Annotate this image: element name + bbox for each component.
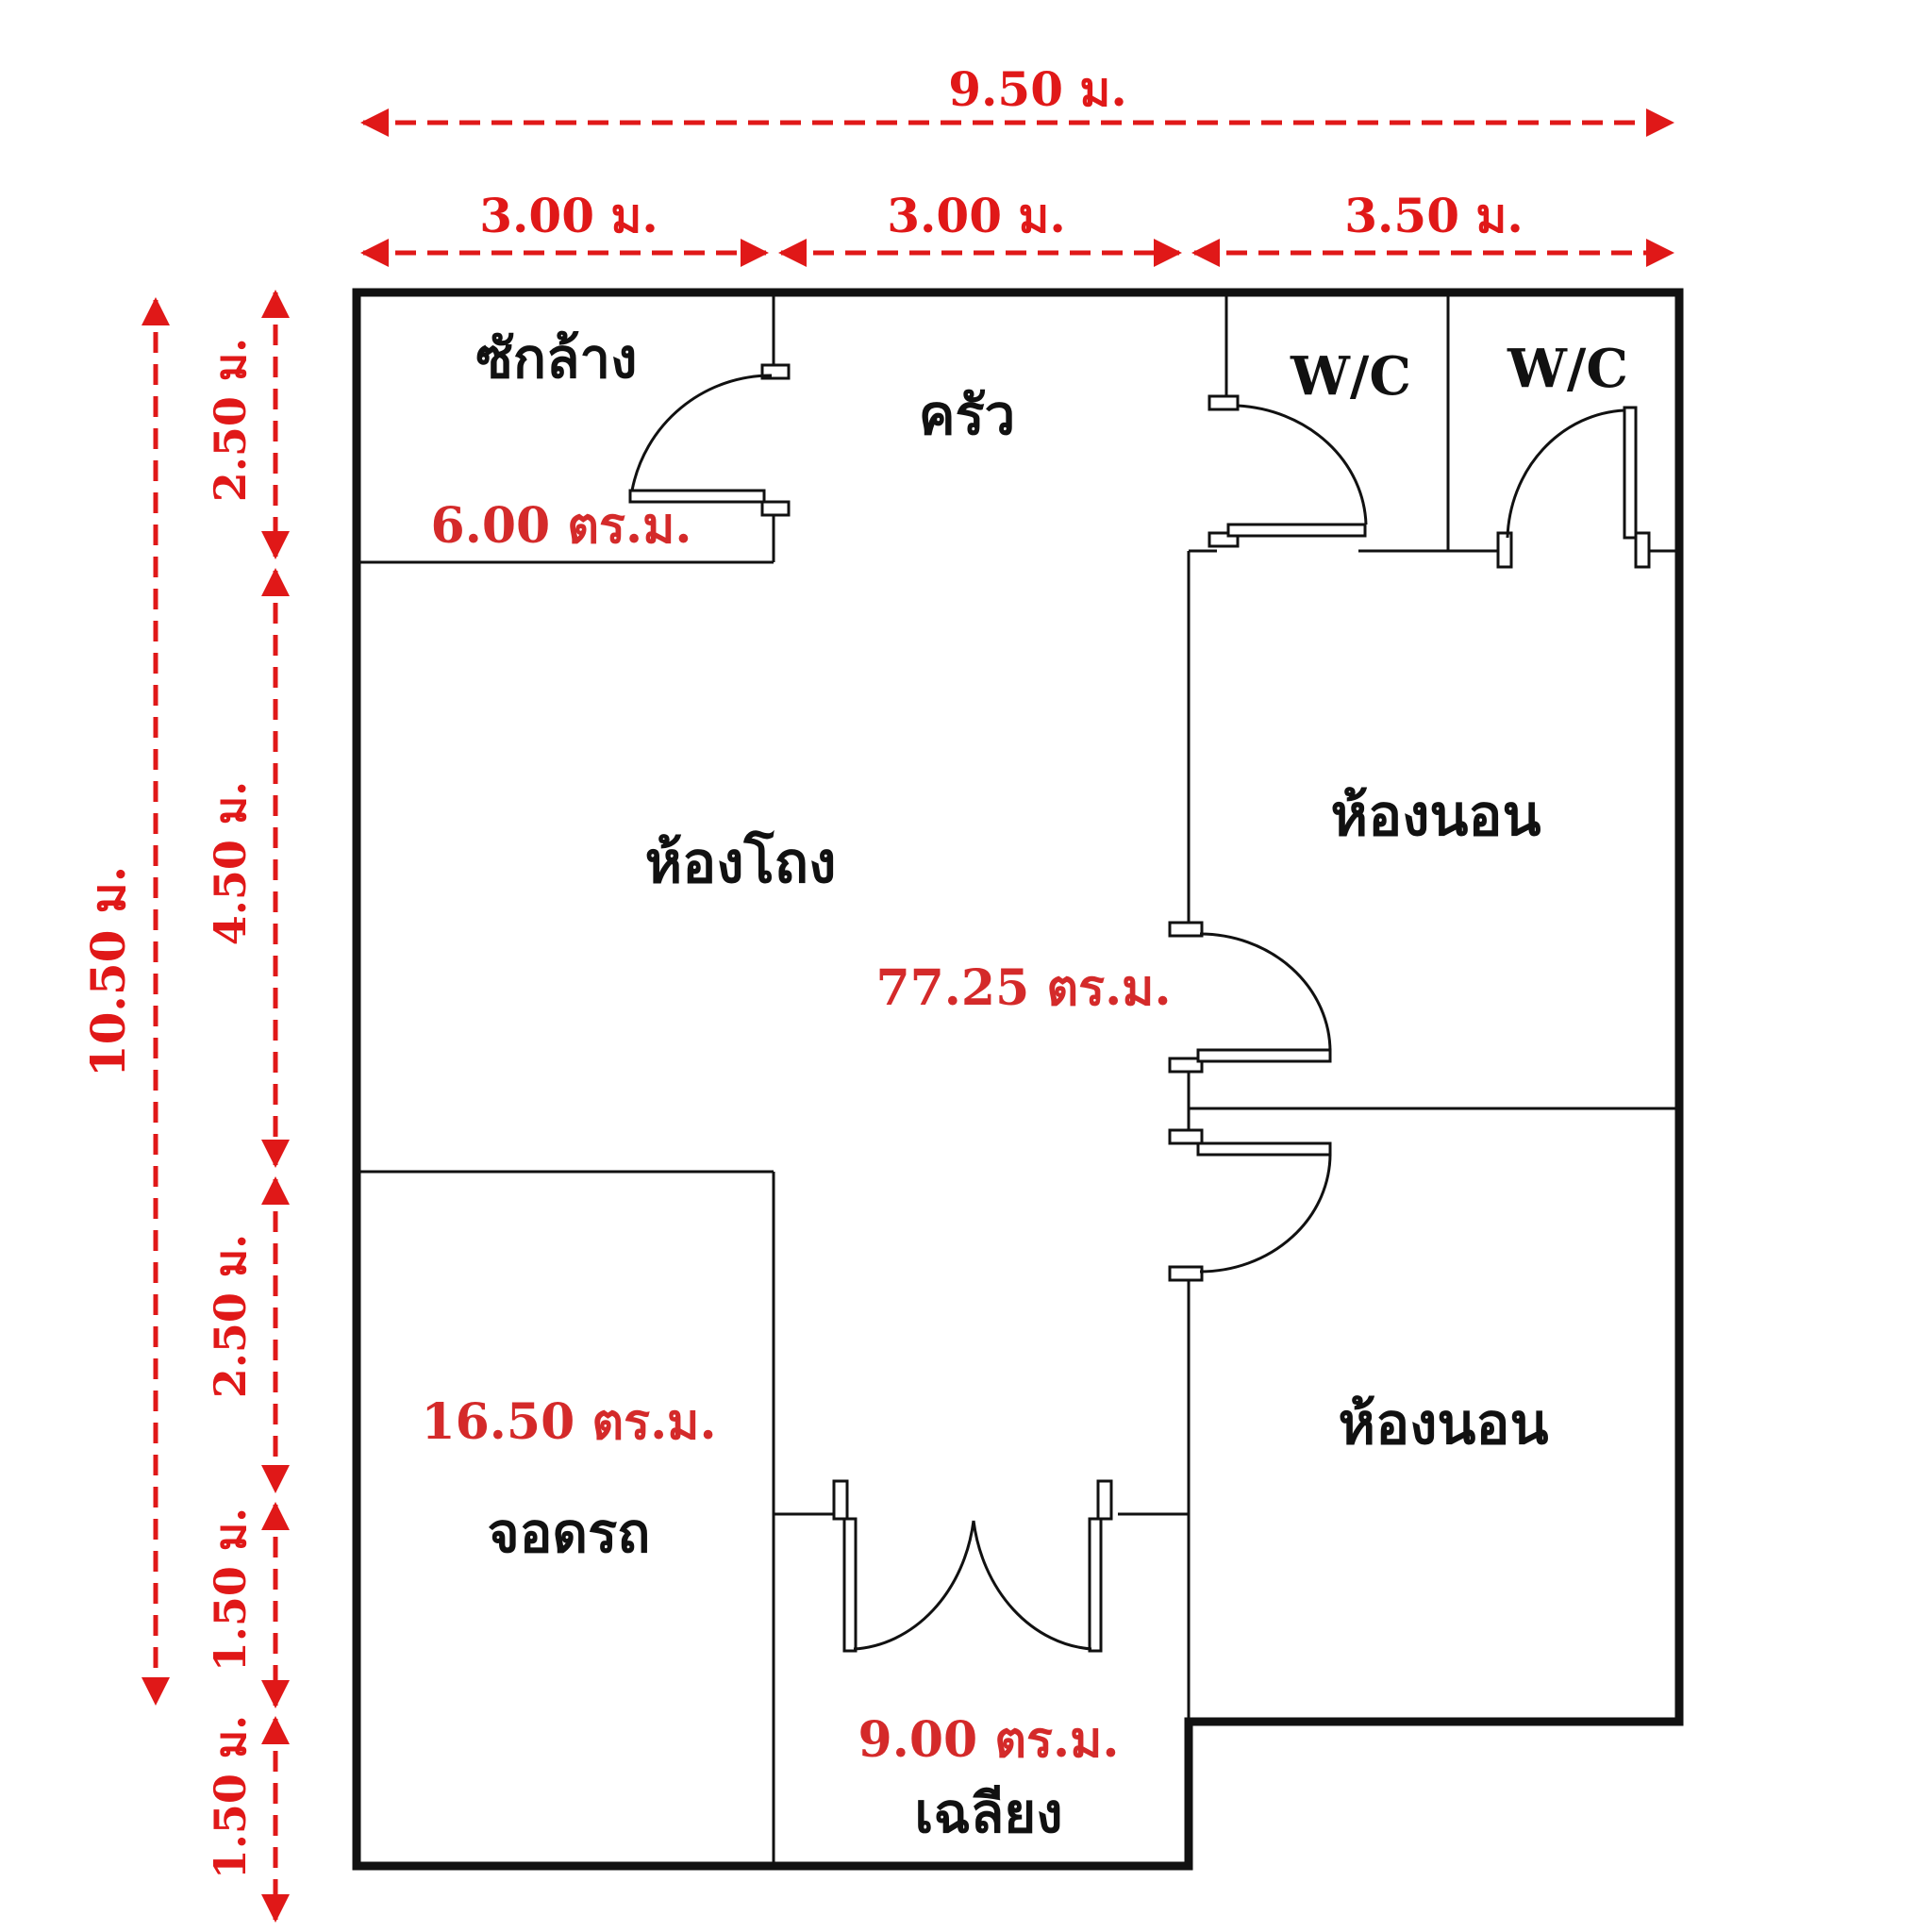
dim-width-2: 3.00 ม. xyxy=(887,188,1066,243)
dim-depth-2: 4.50 ม. xyxy=(205,781,256,945)
dim-width-3: 3.50 ม. xyxy=(1344,188,1524,243)
area-laundry: 6.00 ตร.ม. xyxy=(431,497,692,555)
porch-double-door xyxy=(832,1479,1113,1653)
room-wc-2: W/C xyxy=(1507,338,1628,400)
area-porch: 9.00 ตร.ม. xyxy=(858,1711,1120,1769)
area-parking: 16.50 ตร.ม. xyxy=(421,1393,716,1451)
room-bedroom-2: ห้องนอน xyxy=(1339,1391,1549,1457)
dim-depth-3: 2.50 ม. xyxy=(205,1234,256,1398)
dimension-lines xyxy=(142,108,1674,1923)
room-porch: เฉลียง xyxy=(914,1781,1062,1845)
dim-depth-4: 1.50 ม. xyxy=(205,1507,256,1672)
dim-depth-5: 1.50 ม. xyxy=(205,1715,256,1879)
room-wc-1: W/C xyxy=(1290,345,1411,408)
laundry-door xyxy=(628,363,791,517)
dim-overall-depth: 10.50 ม. xyxy=(80,866,136,1077)
room-kitchen: ครัว xyxy=(919,383,1016,447)
bedroom-1-door xyxy=(1168,921,1332,1074)
walls xyxy=(352,288,1684,1871)
room-living: ห้องโถง xyxy=(645,829,837,896)
wc-1-door xyxy=(1208,394,1368,548)
room-laundry: ซักล้าง xyxy=(476,326,638,391)
dim-width-1: 3.00 ม. xyxy=(479,188,658,243)
area-labels: 6.00 ตร.ม. 77.25 ตร.ม. 16.50 ตร.ม. 9.00 … xyxy=(421,497,1171,1769)
wc-2-door xyxy=(1496,406,1651,569)
doors xyxy=(628,363,1651,1653)
dim-depth-1: 2.50 ม. xyxy=(205,338,256,502)
area-main: 77.25 ตร.ม. xyxy=(875,959,1171,1017)
room-labels: ซักล้าง ครัว W/C W/C ห้องโถง ห้องนอน ห้อ… xyxy=(476,326,1628,1845)
room-bedroom-1: ห้องนอน xyxy=(1331,783,1541,849)
interior-walls xyxy=(357,292,1679,1866)
dim-overall-width: 9.50 ม. xyxy=(948,61,1127,117)
bedroom-2-door xyxy=(1168,1128,1332,1282)
room-parking: จอดรถ xyxy=(488,1501,651,1565)
dimension-labels: 9.50 ม. 3.00 ม. 3.00 ม. 3.50 ม. 10.50 ม.… xyxy=(80,61,1524,1879)
